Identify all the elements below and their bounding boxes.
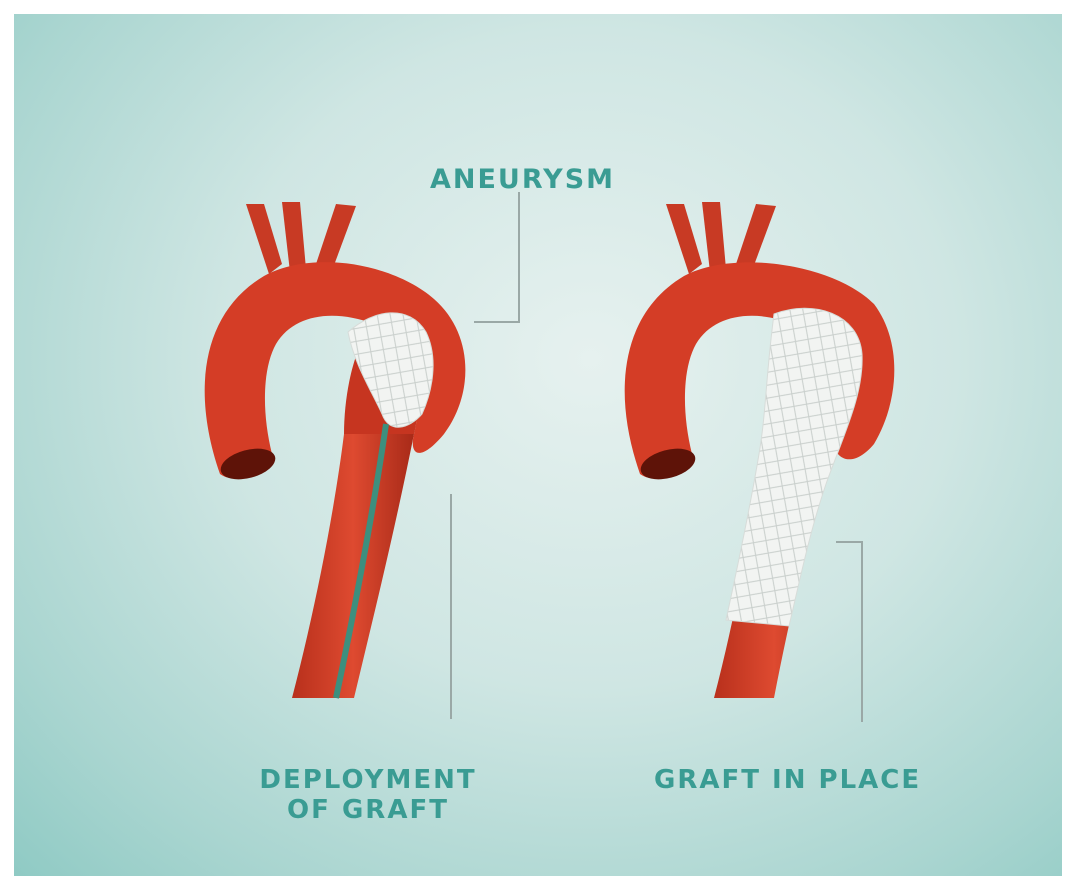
leader-line-aneurysm (474, 192, 519, 322)
aneurysm-label: ANEURYSM (430, 164, 615, 195)
aorta-left (205, 202, 466, 698)
descending-aorta (292, 434, 414, 698)
aorta-diagram (14, 14, 1062, 876)
deployment-of-graft-label: DEPLOYMENT OF GRAFT (248, 766, 488, 826)
graft-in-place-label: GRAFT IN PLACE (654, 766, 921, 796)
branch-vessel (246, 204, 282, 274)
branch-vessel (282, 202, 306, 272)
leader-line-graft (836, 542, 862, 722)
branch-vessel (702, 202, 726, 272)
aorta-right (625, 202, 895, 698)
graft-stent (726, 308, 862, 626)
deployment-label-line2: OF GRAFT (248, 796, 488, 826)
deployment-label-line1: DEPLOYMENT (248, 766, 488, 796)
branch-vessel (666, 204, 702, 274)
diagram-panel: ANEURYSM DEPLOYMENT OF GRAFT GRAFT IN PL… (14, 14, 1062, 876)
